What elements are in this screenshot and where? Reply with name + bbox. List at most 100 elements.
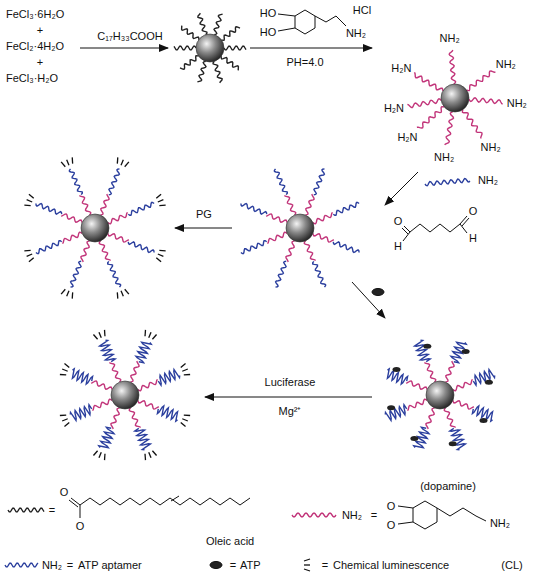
bond [437, 508, 486, 521]
chem-label: NH₂ [342, 509, 362, 521]
chem-label: PG [196, 208, 212, 220]
luminescence-mark [64, 422, 69, 426]
atp-symbol [480, 418, 488, 423]
aptamer-chain [128, 242, 154, 253]
luminescence-mark [24, 205, 30, 207]
double-bond [171, 496, 179, 501]
ligand-chain [313, 212, 333, 223]
luminescence-mark [304, 569, 310, 571]
aptamer-chain [36, 204, 62, 215]
luminescence-mark [24, 250, 30, 252]
luminescence-mark [93, 334, 97, 339]
aptamer-chain [333, 242, 359, 253]
reaction-arrow [205, 397, 372, 398]
ligand-chain [407, 99, 441, 108]
luminescence-mark [159, 205, 165, 207]
ligand-chain [266, 214, 287, 223]
chem-label: O [76, 520, 85, 532]
chem-label: O [60, 486, 69, 498]
chem-label: NH₂ [507, 97, 527, 109]
atp-symbol [210, 562, 222, 569]
aptamer-chain [100, 340, 116, 361]
luminescence-mark [29, 258, 34, 262]
chem-label: NH₂ [42, 559, 62, 571]
ligand-chain [63, 232, 83, 243]
luminescence-mark [27, 200, 33, 202]
bond [315, 16, 346, 26]
ligand-chain [99, 241, 110, 261]
ligand-chain [138, 379, 158, 390]
ligand-chain [286, 241, 295, 262]
aptamer-chain [314, 169, 325, 195]
benzene-ring [413, 501, 437, 529]
dopamine-sample [292, 513, 336, 517]
chem-label: (CL) [501, 559, 522, 571]
atp-symbol [485, 380, 493, 385]
ligand-chain [182, 26, 199, 40]
luminescence-mark [144, 454, 146, 460]
aptamer-chain [128, 202, 154, 215]
chem-label: NH₂ [478, 174, 498, 186]
luminescence-mark [64, 363, 69, 367]
ligand-chain [198, 13, 207, 34]
ligand-chain [417, 107, 444, 128]
atp-symbol [423, 344, 431, 349]
chem-label: = [230, 559, 236, 571]
aptamer-chain [99, 427, 114, 447]
ligand-chain [284, 196, 295, 216]
aptamer-chain [274, 169, 287, 195]
chem-label: PH=4.0 [287, 56, 324, 68]
luminescence-mark [125, 289, 129, 294]
luminescence-mark [304, 559, 310, 561]
bond [398, 522, 413, 524]
chem-label: HCl [353, 4, 371, 16]
aptamer-chain [109, 169, 120, 195]
ligand-chain [444, 408, 455, 428]
legend-text: Chemical luminescence [333, 559, 449, 571]
ligand-chain [138, 400, 159, 409]
glutaraldehyde-chain [410, 224, 460, 232]
luminescence-mark [99, 332, 101, 338]
ligand-chain [81, 241, 90, 262]
bond [462, 218, 469, 226]
aptamer-chain [136, 342, 151, 362]
legend-text: Oleic acid [206, 535, 254, 547]
bond [460, 224, 467, 233]
luminescence-mark [144, 330, 146, 336]
ligand-chain [453, 400, 474, 409]
legend-text: (dopamine) [420, 480, 476, 492]
chem-label: Luciferase [265, 376, 316, 388]
bond [403, 232, 410, 241]
luminescence-mark [61, 289, 65, 294]
luminescence-mark [99, 452, 101, 458]
aptamer-chain [157, 406, 177, 421]
bond [80, 505, 81, 518]
luminescence-mark [62, 369, 68, 371]
atp-symbol [410, 436, 418, 441]
luminescence-mark [72, 157, 74, 163]
luminescence-mark [182, 369, 188, 371]
aptamer-chain [71, 261, 82, 287]
magnetic-nanoparticle [286, 214, 314, 242]
ligand-chain [445, 112, 454, 145]
aptamer-chain [70, 405, 91, 421]
luminescence-mark [156, 194, 161, 198]
ligand-chain [111, 408, 120, 429]
chem-label: = [371, 509, 377, 521]
chem-label: NH₂ [490, 517, 510, 529]
chem-label: NH₂ [496, 58, 516, 70]
luminescence-mark [60, 374, 66, 376]
ligand-chain [424, 363, 435, 383]
aptamer-chain [108, 261, 121, 287]
ligand-chain [213, 61, 222, 82]
aptamer-chain [241, 241, 267, 254]
ligand-chain [313, 233, 334, 242]
luminescence-mark [67, 291, 69, 297]
luminescence-mark [149, 332, 151, 338]
aptamer-chain [313, 261, 326, 287]
luminescence-mark [117, 292, 119, 298]
chem-label: O [394, 215, 403, 227]
ligand-chain [109, 363, 120, 383]
aptamer-chain [135, 428, 151, 449]
